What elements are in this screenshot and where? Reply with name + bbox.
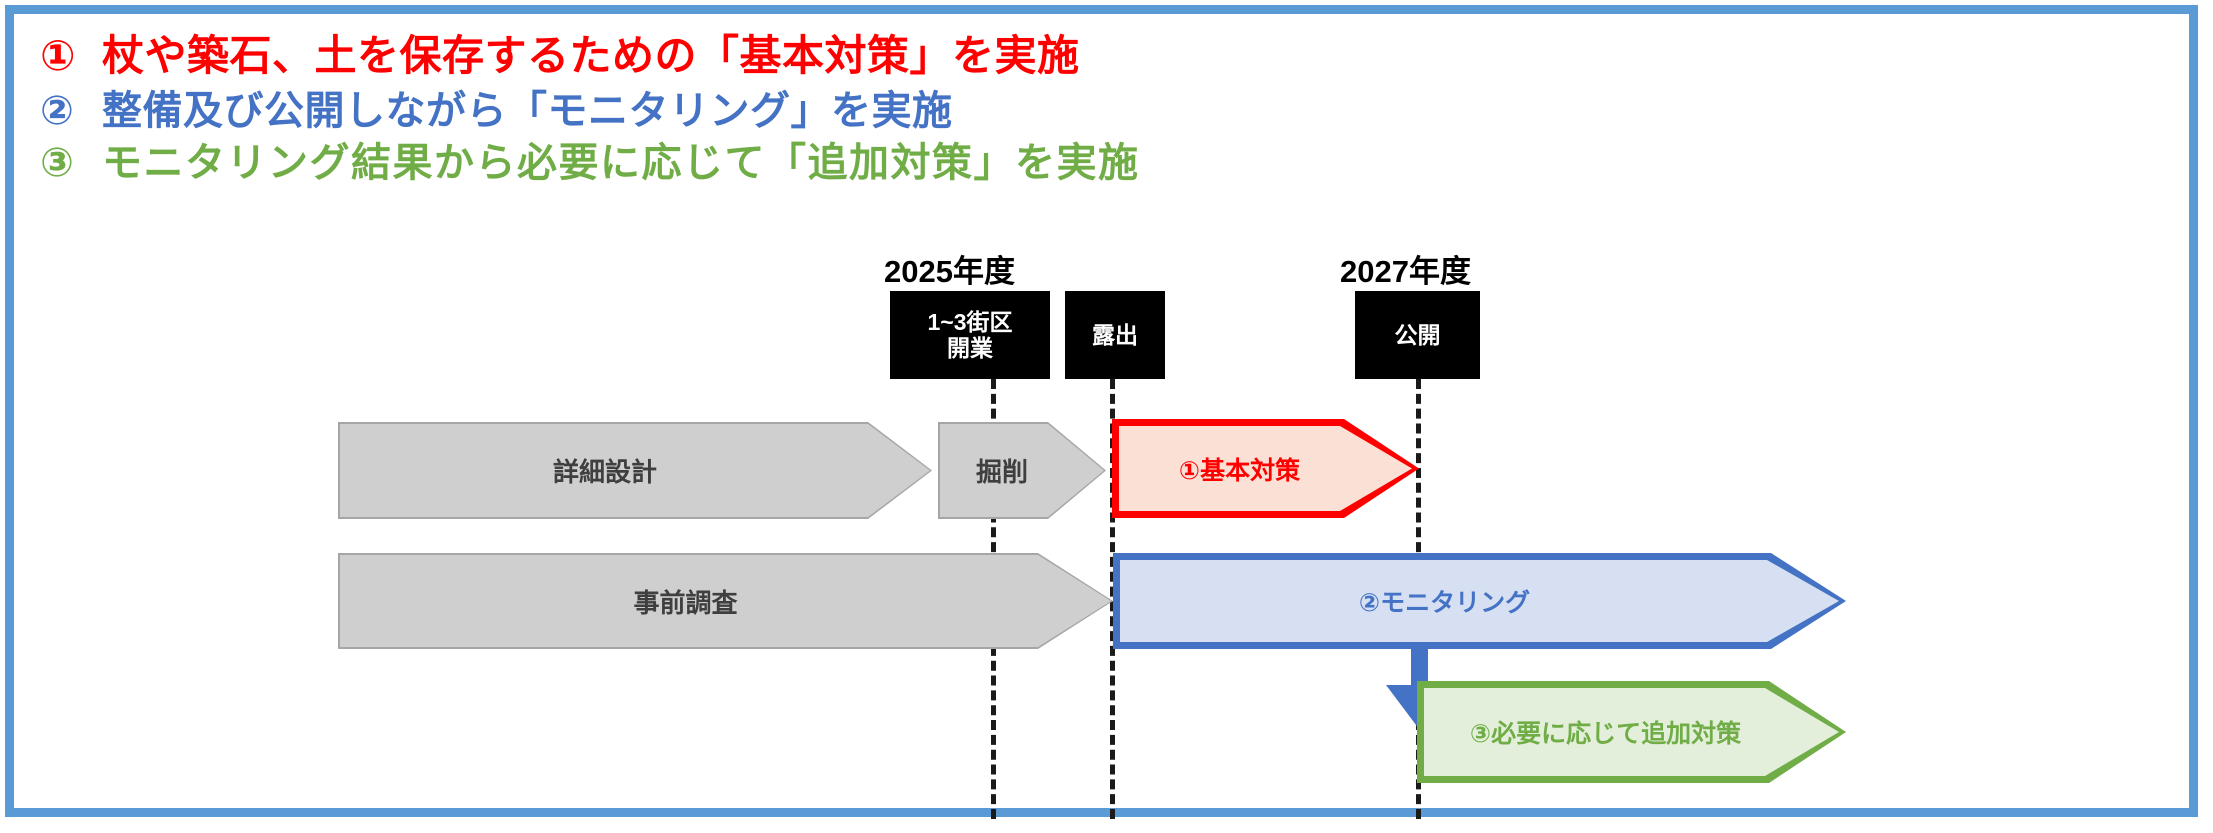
header-marker-1: ①	[40, 32, 77, 79]
header-text-1: 杖や築石、土を保存するための「基本対策」を実施	[102, 32, 1080, 79]
phase-label-jizen-chousa: 事前調査	[633, 587, 738, 618]
arrow-fill	[1120, 560, 1839, 642]
phase-arrow-shousai-sekkei: 詳細設計	[338, 422, 932, 519]
phase-label-shousai-sekkei: 詳細設計	[552, 457, 657, 487]
phase-arrow-monitoring: ②モニタリング	[1113, 553, 1846, 649]
year-label-2027: 2027年度	[1340, 254, 1471, 289]
phase-label-monitoring: ②モニタリング	[1358, 589, 1531, 617]
phase-label-kussaku: 掘削	[975, 457, 1028, 487]
phase-label-tsuika-taisaku: ③必要に応じて追加対策	[1469, 720, 1742, 748]
year-label-2025: 2025年度	[884, 254, 1015, 289]
arrow-fill	[340, 555, 1111, 647]
header-line-2: ② 整備及び公開しながら「モニタリング」を実施	[40, 78, 953, 136]
header-marker-3: ③	[40, 141, 75, 185]
phase-arrow-tsuika-taisaku: ③必要に応じて追加対策	[1417, 681, 1846, 783]
phase-arrow-kussaku: 掘削	[938, 422, 1106, 519]
milestone-roshutsu: 露出	[1065, 291, 1165, 379]
header-text-3: モニタリング結果から必要に応じて「追加対策」を実施	[102, 141, 1140, 185]
milestone-koukai: 公開	[1355, 291, 1480, 379]
phase-arrow-kihon-taisaku: ①基本対策	[1112, 419, 1419, 518]
milestone-koukai-line1: 公開	[1394, 321, 1441, 348]
phase-label-kihon-taisaku: ①基本対策	[1178, 456, 1301, 485]
arrow-fill	[1424, 688, 1839, 776]
phase-arrow-jizen-chousa: 事前調査	[338, 553, 1113, 649]
header-line-3: ③ モニタリング結果から必要に応じて「追加対策」を実施	[40, 130, 1140, 188]
milestone-roshutsu-line1: 露出	[1092, 321, 1138, 348]
milestone-kaigyou: 1~3街区 開業	[890, 291, 1050, 379]
header-text-2: 整備及び公開しながら「モニタリング」を実施	[102, 89, 953, 133]
slide-border-frame	[5, 5, 2198, 817]
milestone-kaigyou-line2: 開業	[947, 335, 993, 361]
milestone-kaigyou-line1: 1~3街区	[927, 308, 1013, 335]
arrow-fill	[1119, 426, 1412, 511]
header-line-1: ① 杖や築石、土を保存するための「基本対策」を実施	[40, 22, 1080, 83]
dashed-guideline-roshutsu	[1110, 379, 1115, 819]
down-arrow-shaft	[1411, 645, 1428, 689]
header-marker-2: ②	[40, 89, 75, 133]
arrow-fill	[340, 424, 930, 517]
